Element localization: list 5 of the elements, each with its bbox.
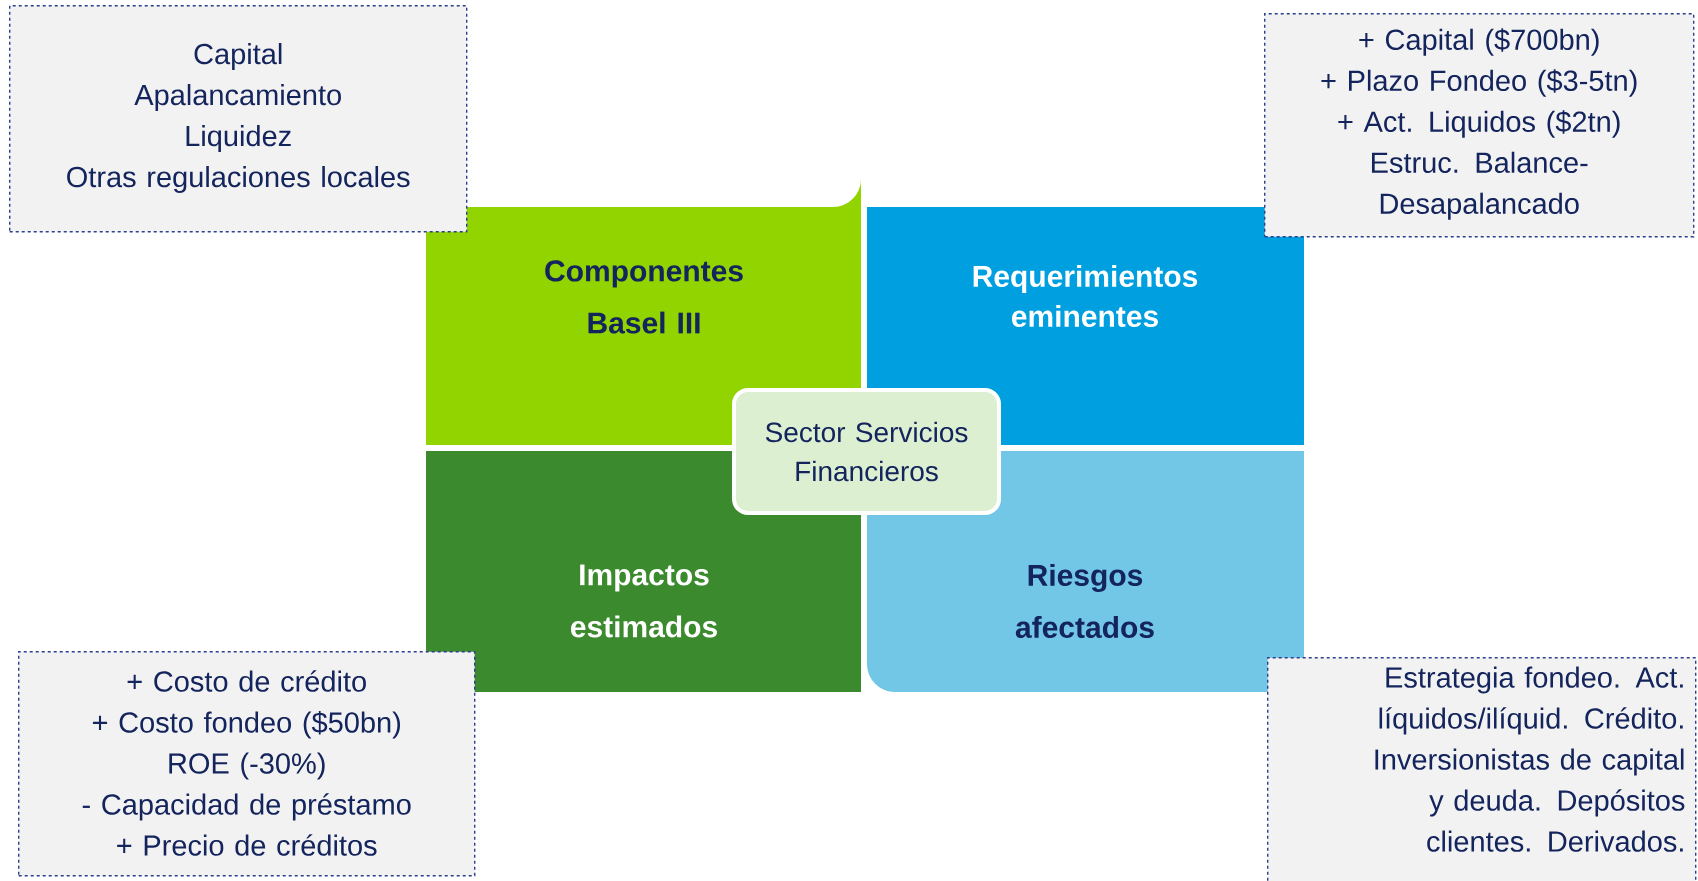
note-box: + Capital ($700bn) + Plazo Fondeo ($3-5tn) + Act. Liquidos ($2tn) Estruc. Balance-Desapalancado xyxy=(1264,13,1695,238)
note-box: Capital Apalancamiento Liquidez Otras regulaciones locales xyxy=(9,5,468,233)
note-box: + Costo de crédito + Costo fondeo ($50bn) ROE (-30%) - Capacidad de préstamo + Precio de créditos xyxy=(18,651,476,877)
center-box: Sector Servicios Financieros xyxy=(732,388,1001,515)
note-box: Estrategia fondeo. Act. líquidos/ilíquid. Crédito. Inversionistas de capital y deuda. Depósitos clientes. Derivados. xyxy=(1267,657,1697,881)
